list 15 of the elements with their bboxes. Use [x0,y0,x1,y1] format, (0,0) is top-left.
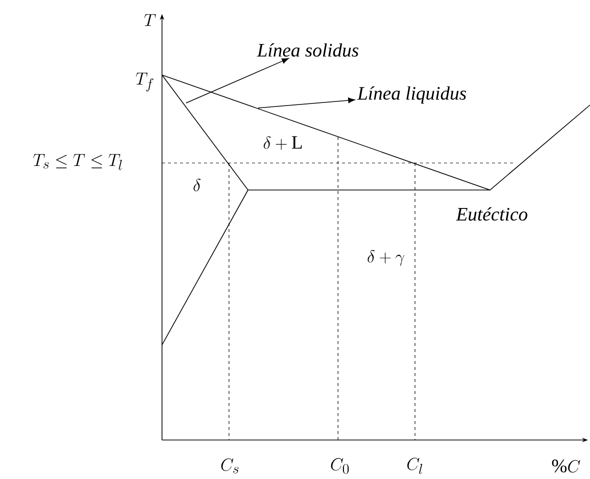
axis-label: $T_f$ [136,72,154,92]
line-label: Línea liquidus [357,86,466,104]
axis-label: $C_l$ [407,458,422,474]
region-label: $\delta+\mathrm{L}$ [264,136,302,150]
point-label: Eutéctico [456,207,528,221]
line-label: Línea solidus [256,43,358,57]
leader-line [258,98,355,108]
axis-label: $T_s \leq T \leq T_l$ [33,154,122,170]
axis-label: $\%C$ [552,460,580,473]
axis-label: $C_0$ [331,458,349,474]
leader-line [186,58,289,104]
axis-label: $T$ [144,14,156,26]
axis-label: $C_s$ [221,458,238,474]
region-label: $\delta$ [194,178,201,192]
region-label: $\delta+\gamma$ [368,250,404,266]
